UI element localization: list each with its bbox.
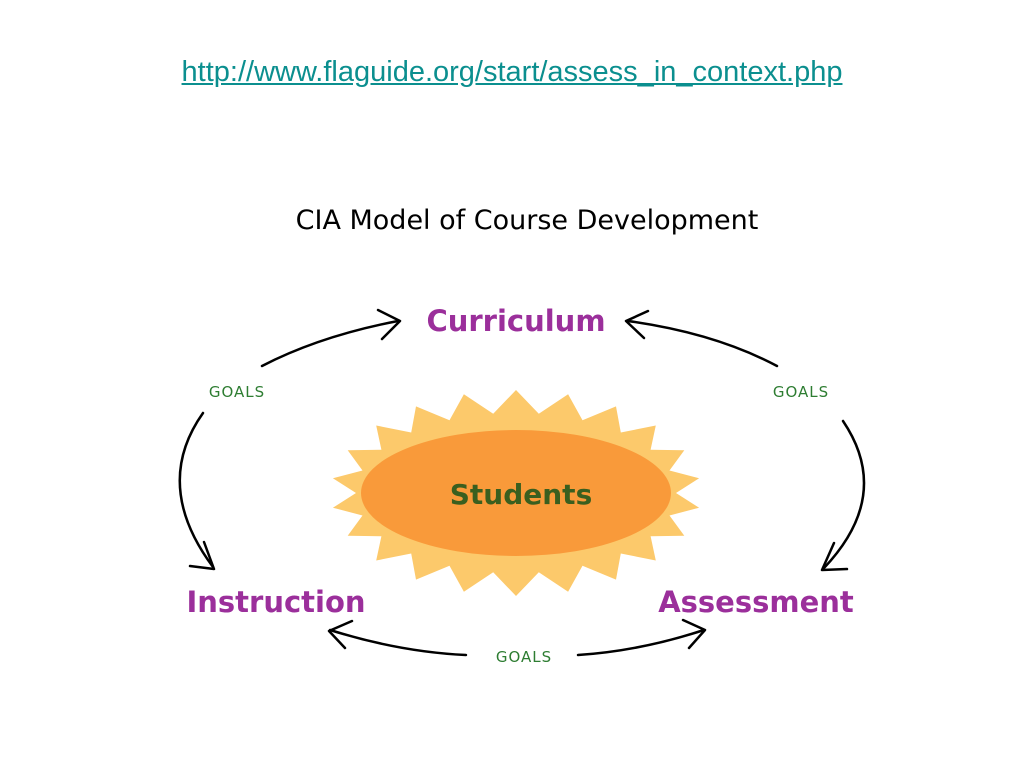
node-curriculum: Curriculum [426,304,605,338]
node-assessment: Assessment [658,585,854,619]
node-instruction: Instruction [186,585,365,619]
goals-label-left: GOALS [209,383,265,401]
goals-label-bottom: GOALS [496,648,552,666]
source-url-link[interactable]: http://www.flaguide.org/start/assess_in_… [181,56,843,88]
arrow-goals-to-instruction-bottom [327,619,468,657]
students-sun-graphic: Students [332,390,700,596]
center-label-students: Students [450,478,593,511]
sun-core [361,430,671,556]
arrow-goals-to-assessment-bottom [576,618,707,657]
goals-label-right: GOALS [773,383,829,401]
diagram-title: CIA Model of Course Development [296,205,759,236]
arrow-goals-to-curriculum-right [624,309,779,368]
arrow-goals-to-curriculum-left [260,308,402,368]
arrow-goals-to-instruction [178,411,216,571]
arrow-goals-to-assessment [820,419,866,572]
